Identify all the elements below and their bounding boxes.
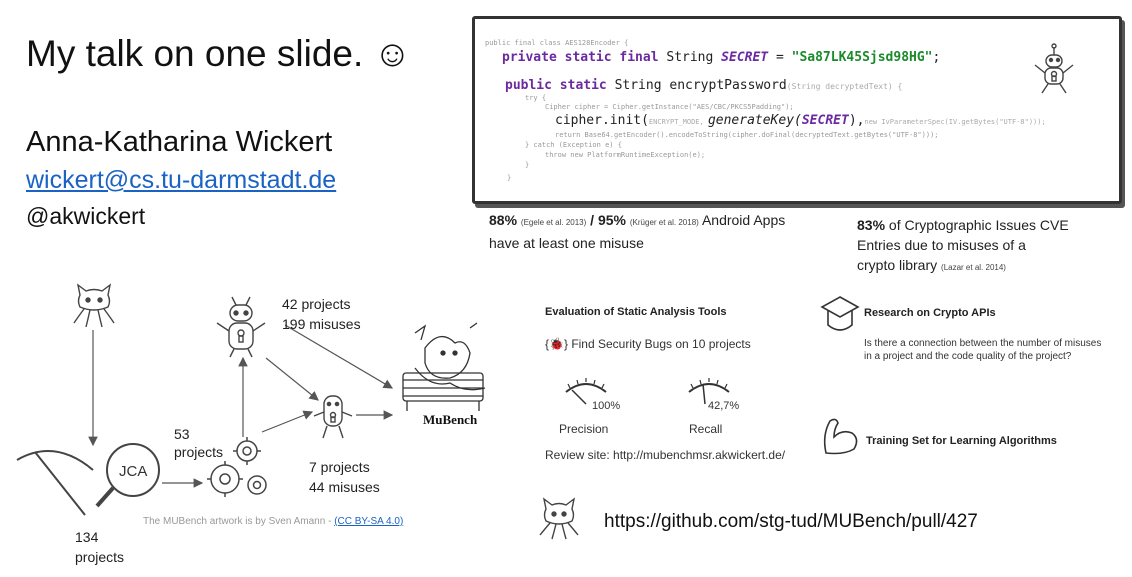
license-link[interactable]: (CC BY-SA 4.0) [334,516,404,527]
code-eq: = [768,50,792,65]
code-line-9: throw new PlatformRuntimeException(e); [545,151,706,159]
android-cite2: (Krüger et al. 2018) [629,218,699,227]
recall-value: 42,7% [708,400,740,412]
github-pr-link[interactable]: https://github.com/stg-tud/MUBench/pull/… [604,511,978,532]
android-pct1: 88% [489,212,518,228]
training-set: Training Set for Learning Algorithms [866,435,1057,447]
code-mode: ENCRYPT_MODE, [648,118,708,126]
code-params: (String decryptedText) { [786,82,903,91]
code-line-11: } [507,174,512,182]
code-var: SECRET [721,50,769,65]
code-type: String [658,50,722,65]
research-question-2: in a project and the code quality of the… [864,351,1072,362]
bug-text: Find Security Bugs on 10 projects [571,337,751,351]
flexed-arm-icon [823,418,858,455]
code-line-7: return Base64.getEncoder().encodeToStrin… [555,131,939,139]
code-kw: public static [505,78,607,93]
research-question-1: Is there a connection between the number… [864,338,1102,349]
eval-bug-line: {🐞} Find Security Bugs on 10 projects [545,337,751,351]
label-53-projects: projects [174,444,224,460]
jca-label: JCA [119,463,147,480]
gears-icon [207,437,267,497]
graduation-cap-icon [820,296,860,331]
label-134-projects: projects [75,549,125,565]
label-7-projects: 7 projects [309,459,370,475]
code-line-8: } catch (Exception e) { [525,141,622,149]
android-text2: have at least one misuse [489,235,644,251]
label-199-misuses: 199 misuses [282,316,361,332]
label-53: 53 [174,426,190,442]
cve-text3: crypto library [857,257,942,273]
robot-icon [1034,43,1074,94]
android-stat: 88% (Egele et al. 2013) / 95% (Krüger et… [489,210,819,253]
code-line-10: } [525,161,530,169]
code-line-4: try { [525,94,547,102]
twitter-handle: @akwickert [26,203,146,229]
code-line-6: cipher.init(ENCRYPT_MODE, generateKey(SE… [555,113,1046,128]
bug-icon: {🐞} [545,337,568,351]
mubench-label: MuBench [423,412,478,427]
robot-icon [313,395,353,439]
slide-title: My talk on one slide. ☺ [26,33,412,74]
robot-icon [216,296,266,358]
precision-gauge-icon [565,378,607,405]
code-snippet-box: public final class AES128Encoder { priva… [472,16,1122,204]
github-octocat-icon [539,497,579,540]
review-site: Review site: http://mubenchmsr.akwickert… [545,448,786,462]
pickaxe-magnifier-icon: JCA [16,443,160,516]
code-kw: private static final [502,50,659,65]
code-gen: generateKey( [707,113,802,128]
cve-cite: (Lazar et al. 2014) [941,263,1006,272]
precision-value: 100% [592,400,621,412]
code-close: ), [848,113,865,128]
cve-stat: 83% of Cryptographic Issues CVE Entries … [857,215,1127,278]
android-sep: / [586,212,598,228]
code-line-5: Cipher cipher = Cipher.getInstance("AES/… [545,103,794,111]
code-line-2: private static final String SECRET = "Sa… [502,50,940,65]
code-var: SECRET [801,113,849,128]
cve-text1: of Cryptographic Issues CVE [885,217,1069,233]
android-cite1: (Egele et al. 2013) [520,218,587,227]
eval-title: Evaluation of Static Analysis Tools [545,306,727,318]
github-octocat-icon [73,283,115,328]
mubench-logo-icon: MuBench [402,322,486,427]
code-call: cipher.init( [555,113,649,128]
credit-text: The MUBench artwork is by Sven Amann - [143,516,335,527]
code-iv: new IvParameterSpec(IV.getBytes("UTF-8")… [864,118,1046,126]
recall-gauge-icon [688,378,730,405]
research-title: Research on Crypto APIs [864,307,996,319]
code-end: ; [932,50,941,65]
artwork-credit: The MUBench artwork is by Sven Amann - (… [143,516,403,527]
code-string: "Sa87LK45Sjsd98HG" [791,50,933,65]
cve-text2: Entries due to misuses of a [857,237,1026,253]
precision-label: Precision [559,422,609,436]
label-44-misuses: 44 misuses [309,479,380,495]
code-line-3: public static String encryptPassword(Str… [505,78,902,93]
android-pct2: 95% [597,212,626,228]
cve-pct: 83% [857,217,886,233]
author-email-link[interactable]: wickert@cs.tu-darmstadt.de [26,166,337,194]
code-sig: String encryptPassword [606,78,787,93]
label-42-projects: 42 projects [282,296,351,312]
recall-label: Recall [689,422,723,436]
author-name: Anna-Katharina Wickert [26,126,333,158]
label-134: 134 [75,529,99,545]
code-line-1: public final class AES128Encoder { [485,39,629,47]
android-text1: Android Apps [698,212,786,228]
